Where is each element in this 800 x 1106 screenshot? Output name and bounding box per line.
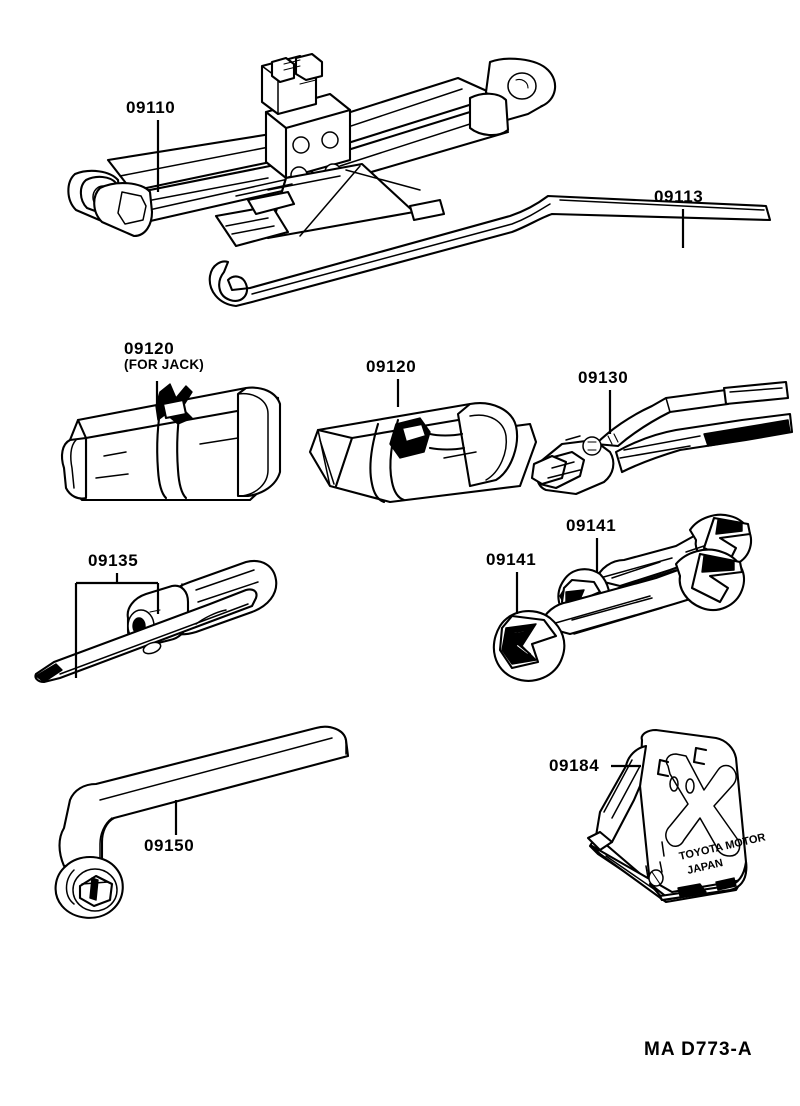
part-label-09110: 09110 bbox=[126, 99, 175, 116]
part-number-09141-upper: 09141 bbox=[566, 516, 617, 535]
part-label-09141-lower: 09141 bbox=[486, 551, 536, 568]
part-number-09130: 09130 bbox=[578, 368, 629, 387]
part-illustration-09120 bbox=[308, 402, 538, 504]
part-number-09135: 09135 bbox=[88, 551, 139, 570]
part-label-09135: 09135 bbox=[88, 552, 138, 569]
part-number-09110: 09110 bbox=[126, 98, 176, 117]
part-illustration-09184: TOYOTA MOTOR JAPAN bbox=[586, 728, 767, 904]
part-sublabel-for-jack: (FOR JACK) bbox=[124, 357, 204, 373]
part-label-09141-upper: 09141 bbox=[566, 517, 616, 534]
part-label-09130: 09130 bbox=[578, 369, 628, 386]
part-number-09120-for-jack: 09120 bbox=[124, 339, 175, 358]
part-illustration-09130 bbox=[530, 380, 794, 496]
part-illustration-09120-for-jack bbox=[60, 383, 282, 502]
part-label-09113: 09113 bbox=[654, 188, 703, 205]
part-illustration-09113 bbox=[208, 194, 772, 308]
part-label-09184: 09184 bbox=[549, 757, 599, 774]
part-number-09120: 09120 bbox=[366, 357, 417, 376]
part-label-09120: 09120 bbox=[366, 358, 416, 375]
part-number-09113: 09113 bbox=[654, 187, 704, 206]
part-label-09120-for-jack: 09120 (FOR JACK) bbox=[124, 340, 204, 372]
part-illustration-09135 bbox=[34, 560, 278, 684]
part-number-09141-lower: 09141 bbox=[486, 550, 537, 569]
part-number-09150: 09150 bbox=[144, 836, 195, 855]
part-label-09150: 09150 bbox=[144, 837, 194, 854]
part-illustration-09110 bbox=[67, 52, 557, 248]
leader-09135 bbox=[74, 573, 160, 678]
part-illustration-09141-lower bbox=[492, 548, 745, 682]
part-illustration-09150 bbox=[54, 725, 350, 919]
diagram-footer-code: MA D773-A bbox=[644, 1039, 753, 1060]
part-number-09184: 09184 bbox=[549, 756, 600, 775]
